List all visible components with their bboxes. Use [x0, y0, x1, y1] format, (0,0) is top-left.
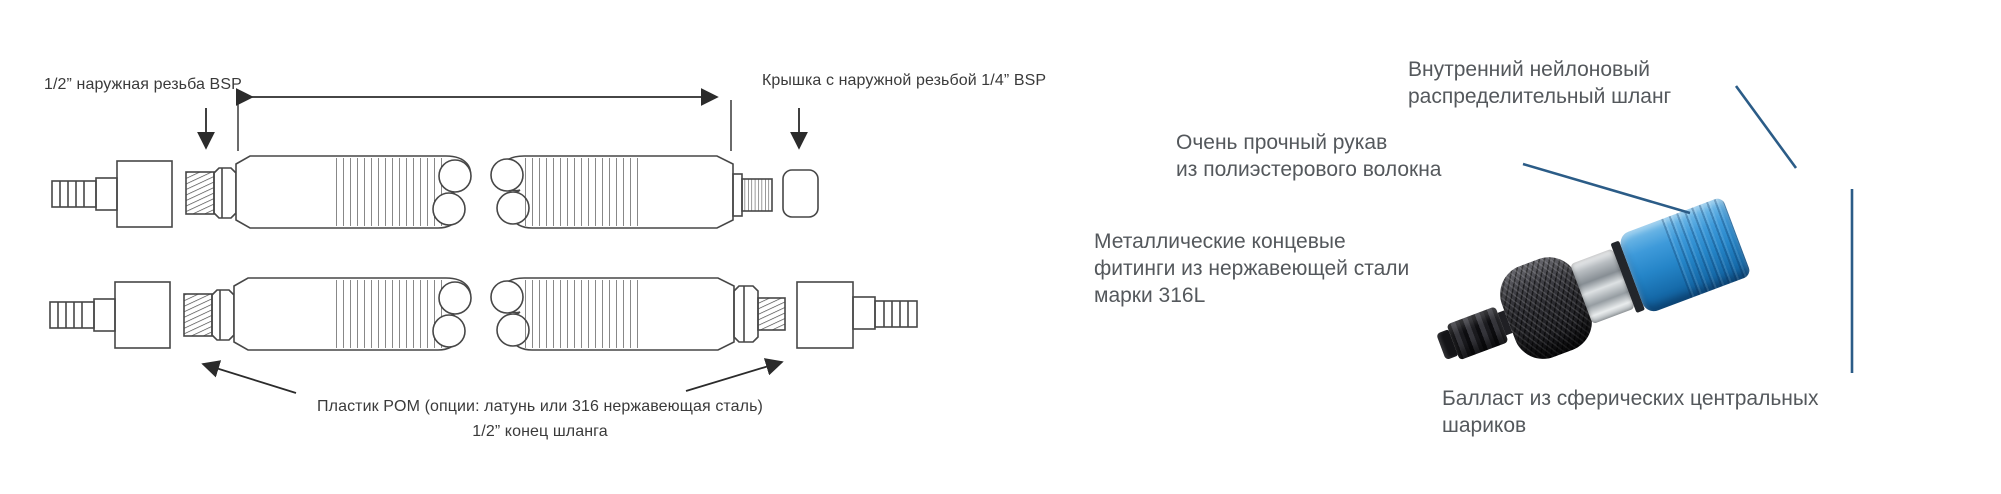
callout-inner-hose-line2: распределительный шланг: [1408, 85, 1672, 108]
callout-sleeve-line2: из полиэстерового волокна: [1176, 158, 1442, 181]
material-pointer-left: [201, 360, 297, 394]
leader-sleeve: [1522, 162, 1691, 215]
callout-ballast: Балласт из сферических центральных шарик…: [1442, 385, 1818, 439]
technical-drawing: [49, 88, 918, 394]
hose-assembly-top: [51, 155, 819, 229]
label-material-line2: 1/2” конец шланга: [472, 423, 608, 440]
dimension-arrow: [235, 88, 732, 151]
callout-fittings-line1: Металлические концевые: [1094, 230, 1346, 253]
callout-sleeve: Очень прочный рукав из полиэстерового во…: [1176, 129, 1441, 183]
callout-fittings-line3: марки 316L: [1094, 284, 1206, 307]
callout-sleeve-line1: Очень прочный рукав: [1176, 131, 1388, 154]
callout-fittings: Металлические концевые фитинги из нержав…: [1094, 228, 1409, 309]
label-cap: Крышка с наружной резьбой 1/4” BSP: [762, 72, 1047, 89]
hose-assembly-bottom: [49, 277, 918, 351]
material-pointer-right: [685, 358, 784, 392]
label-material: Пластик POM (опции: латунь или 316 нержа…: [180, 396, 900, 442]
callout-inner-hose: Внутренний нейлоновый распределительный …: [1408, 56, 1671, 110]
leader-inner-hose: [1734, 85, 1798, 169]
callout-fittings-line2: фитинги из нержавеющей стали: [1094, 257, 1410, 280]
callout-ballast-line1: Балласт из сферических центральных: [1442, 387, 1819, 410]
label-male-thread: 1/2” наружная резьба BSP: [44, 76, 242, 93]
label-material-line1: Пластик POM (опции: латунь или 316 нержа…: [317, 398, 763, 415]
annotation-arrows: [197, 88, 808, 394]
callout-ballast-line2: шариков: [1442, 414, 1527, 437]
callout-inner-hose-line1: Внутренний нейлоновый: [1408, 58, 1651, 81]
